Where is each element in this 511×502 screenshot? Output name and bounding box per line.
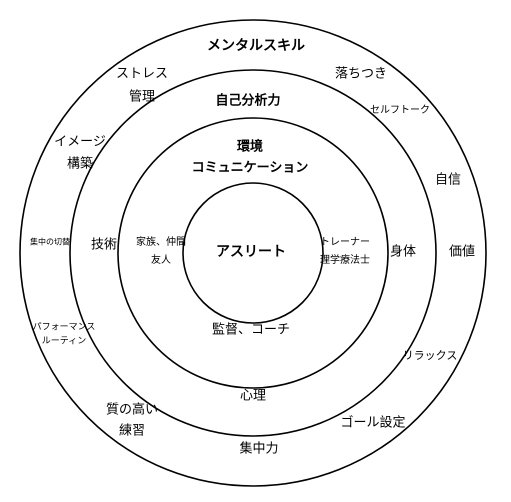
label-performance-line2: ルーティン <box>42 336 86 347</box>
label-goal: ゴール設定 <box>340 415 405 431</box>
label-family-line1: 家族、仲間 <box>136 235 186 248</box>
label-ochitsuki: 落ちつき <box>335 67 387 82</box>
label-jishin: 自信 <box>435 173 461 188</box>
label-stress-line2: 管理 <box>129 90 155 105</box>
label-relax: リラックス <box>403 349 458 362</box>
label-trainer-line1: トレーナー <box>320 236 370 248</box>
label-shuchu-kirikae: 集中の切替 <box>30 237 70 247</box>
label-kachi: 価値 <box>449 244 475 260</box>
second-ring-title: 自己分析力 <box>215 93 280 109</box>
second-ring <box>69 69 437 437</box>
label-image-line1: イメージ <box>54 135 106 150</box>
third-ring-title-line2: コミュニケーション <box>192 161 309 176</box>
label-gijutsu: 技術 <box>91 238 117 253</box>
outer-ring-title: メンタルスキル <box>207 38 305 54</box>
label-trainer-line2: 理学療法士 <box>320 253 370 266</box>
label-image-line2: 構築 <box>67 157 93 172</box>
label-performance-line1: パフォーマンス <box>33 322 96 333</box>
label-quality-practice-line2: 練習 <box>119 424 145 439</box>
third-ring-title-line1: 環境 <box>237 139 263 155</box>
label-quality-practice-line1: 質の高い <box>106 402 158 418</box>
outer-ring <box>19 19 487 487</box>
label-family-line2: 友人 <box>151 253 171 266</box>
center-title: アスリート <box>216 244 286 260</box>
label-coach: 監督、コーチ <box>212 322 290 338</box>
label-self-talk: セルフトーク <box>370 104 430 116</box>
label-shinri: 心理 <box>240 389 266 404</box>
third-ring <box>117 117 389 389</box>
label-shintai: 身体 <box>390 244 416 260</box>
center-ring <box>182 182 324 324</box>
label-stress-line1: ストレス <box>116 67 168 82</box>
label-shuchuryoku: 集中力 <box>239 441 278 457</box>
